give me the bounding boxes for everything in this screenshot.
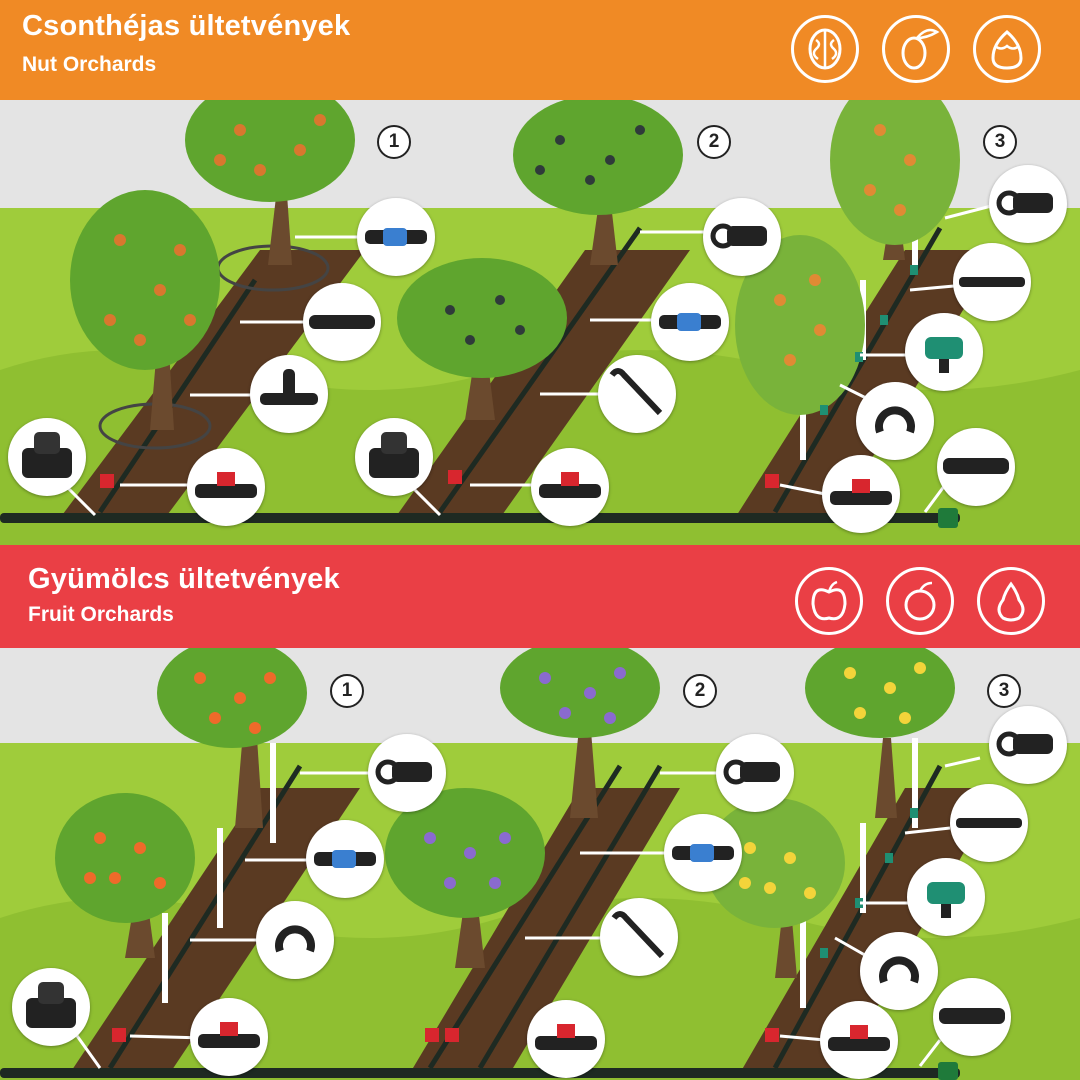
end-plug-callout-3 xyxy=(989,165,1067,243)
row-number-3: 3 xyxy=(987,674,1021,708)
section-subtitle: Nut Orchards xyxy=(22,53,157,76)
tube-clip-callout xyxy=(856,382,934,460)
pc-dripper-callout xyxy=(907,858,985,936)
hazelnut-icon xyxy=(973,15,1041,83)
section-subtitle: Fruit Orchards xyxy=(28,603,174,626)
section-title: Csonthéjas ültetvények xyxy=(22,10,351,42)
drip-tube-callout xyxy=(303,283,381,361)
row-number-1: 1 xyxy=(330,674,364,708)
end-plug-callout-2 xyxy=(716,734,794,812)
inline-dripper-tube-callout-2 xyxy=(651,283,729,361)
fruit-orchards-header: Gyümölcs ültetvények Fruit Orchards xyxy=(0,545,1080,648)
fruit-orchards-scene: 1 2 3 xyxy=(0,648,1080,1080)
ball-valve-callout xyxy=(190,998,268,1076)
mainline-pipe-callout xyxy=(937,428,1015,506)
fruit-orchards-section: Gyümölcs ültetvények Fruit Orchards xyxy=(0,545,1080,1080)
plum-icon xyxy=(886,567,954,635)
drip-tube-callout-3 xyxy=(950,784,1028,862)
tube-clip-callout xyxy=(256,901,334,979)
pear-icon xyxy=(977,567,1045,635)
drip-tube-callout-3 xyxy=(953,243,1031,321)
ball-valve-callout-2 xyxy=(531,448,609,526)
saddle-clamp-callout-2 xyxy=(355,418,433,496)
tee-connector-callout xyxy=(250,355,328,433)
row-number-3: 3 xyxy=(983,125,1017,159)
nut-orchards-section: Csonthéjas ültetvények Nut Orchards xyxy=(0,0,1080,545)
end-plug-callout xyxy=(703,198,781,276)
ball-valve-callout-2 xyxy=(527,1000,605,1078)
end-plug-callout-3 xyxy=(989,706,1067,784)
inline-dripper-tube-callout xyxy=(357,198,435,276)
inline-dripper-tube-callout-2 xyxy=(664,814,742,892)
ball-valve-callout-3 xyxy=(820,1001,898,1079)
stake-callout xyxy=(600,898,678,976)
row-number-2: 2 xyxy=(697,125,731,159)
mainline-pipe-callout xyxy=(933,978,1011,1056)
row-number-2: 2 xyxy=(683,674,717,708)
inline-dripper-tube-callout xyxy=(306,820,384,898)
nut-orchards-header: Csonthéjas ültetvények Nut Orchards xyxy=(0,0,1080,100)
saddle-clamp-callout xyxy=(12,968,90,1046)
olive-icon xyxy=(882,15,950,83)
apple-icon xyxy=(795,567,863,635)
stake-callout xyxy=(598,355,676,433)
nut-orchards-scene: 1 2 3 xyxy=(0,100,1080,545)
pc-dripper-callout xyxy=(905,313,983,391)
walnut-icon xyxy=(791,15,859,83)
tube-clip-callout-3 xyxy=(860,932,938,1010)
ball-valve-callout-3 xyxy=(822,455,900,533)
saddle-clamp-callout xyxy=(8,418,86,496)
row-number-1: 1 xyxy=(377,125,411,159)
ball-valve-callout xyxy=(187,448,265,526)
section-title: Gyümölcs ültetvények xyxy=(28,563,340,595)
end-plug-callout xyxy=(368,734,446,812)
